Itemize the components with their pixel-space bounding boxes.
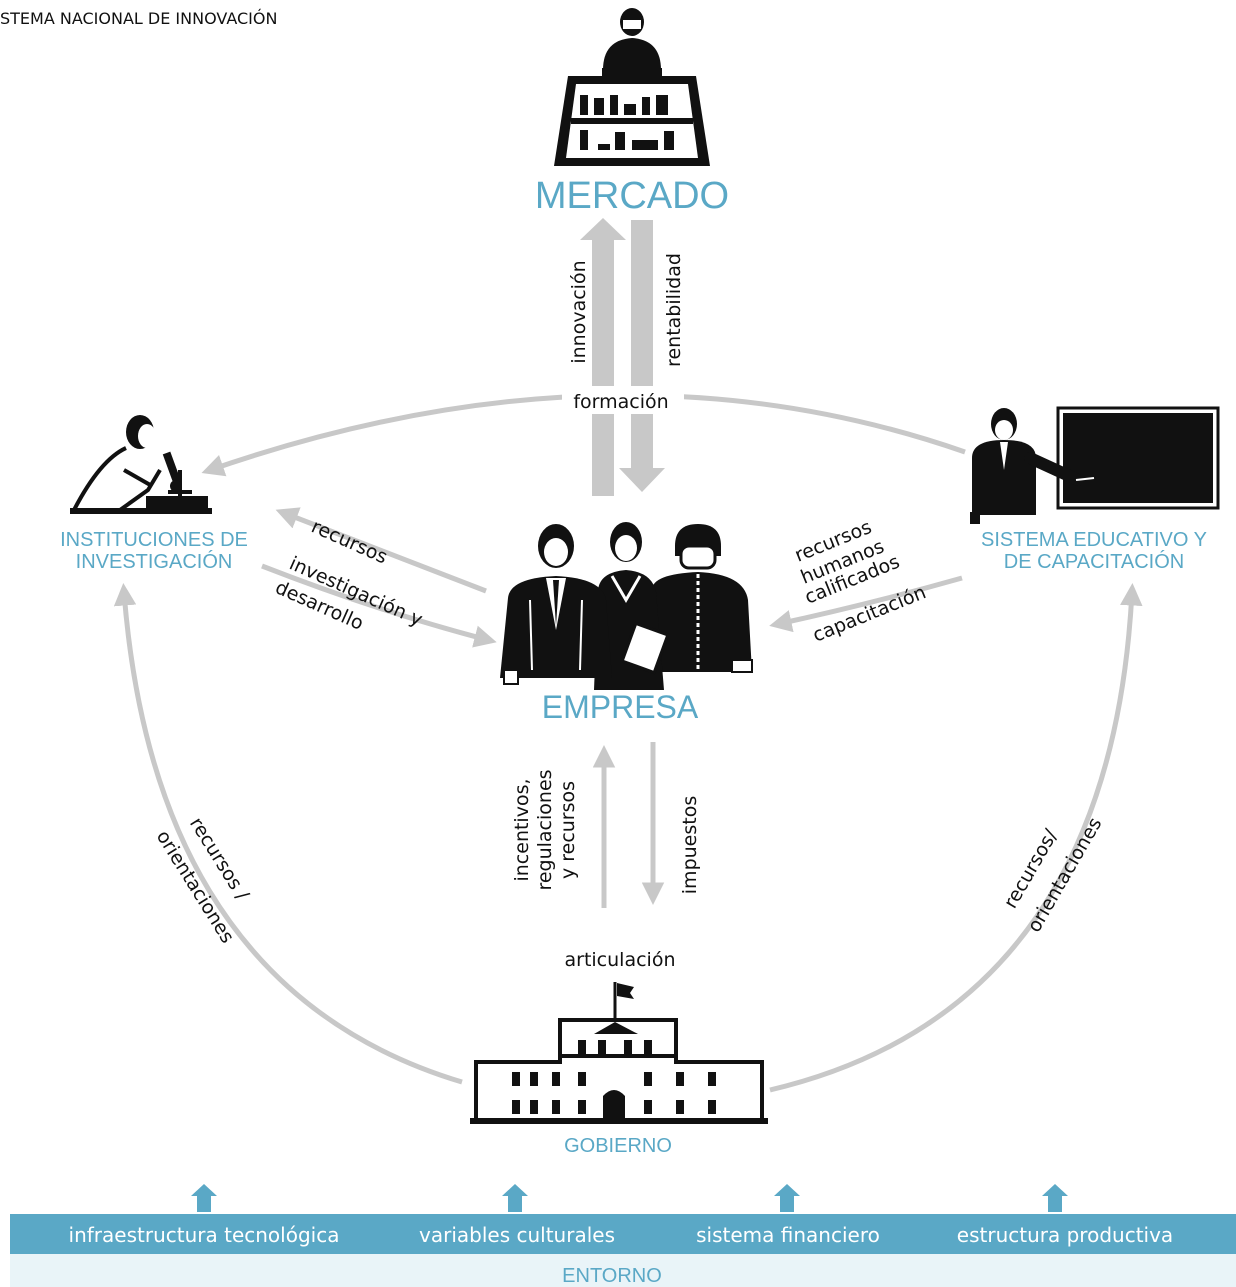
articulation-label: articulación [565,949,676,971]
government-to-education-arc [769,583,1143,1093]
innovation-arrow-shaft [592,238,614,496]
diagram-title: STEMA NACIONAL DE INNOVACIÓN [0,9,277,28]
resources-to-research-arrow [275,507,487,594]
innovation-label: innovación [568,260,590,363]
profitability-label: rentabilidad [663,253,685,367]
up-arrow-icon [502,1184,528,1212]
formation-label: formación [573,391,668,413]
entorno-up-arrows [191,1184,1068,1212]
education-system-label-1: SISTEMA EDUCATIVO Y [981,529,1207,551]
profitability-arrow-head [619,468,665,492]
entorno-bar [10,1214,1236,1254]
market-label: MERCADO [535,175,729,217]
up-arrow-icon [191,1184,217,1212]
innovation-arrow-head [580,218,626,240]
researcher-icon [70,415,212,514]
government-to-research-arc [113,583,463,1085]
company-label: EMPRESA [542,689,699,725]
door-icon [603,1090,625,1120]
up-arrow-icon [1042,1184,1068,1212]
research-institutions-label-1: INSTITUCIONES DE [60,529,248,551]
entorno-background [10,1254,1236,1287]
education-to-company-arrow [769,575,963,633]
government-label: GOBIERNO [564,1135,672,1157]
entorno-item-variables: variables culturales [419,1223,615,1247]
taxes-label: impuestos [679,796,701,894]
research-institutions-label-2: INVESTIGACIÓN [76,550,233,573]
rd-to-company-arrow [261,563,497,648]
education-system-label-2: DE CAPACITACIÓN [1004,550,1184,573]
up-arrow-icon [774,1184,800,1212]
market-stall-icon [554,8,710,166]
incentives-label-3: y recursos [557,781,579,879]
entorno-item-productiva: estructura productiva [957,1223,1173,1247]
profitability-arrow-shaft [631,220,653,470]
market-company-arrows [580,218,665,496]
research-resources-label: recursos [308,515,391,568]
entorno-item-infraestructura: infraestructura tecnológica [69,1223,340,1247]
government-building-icon [470,982,768,1124]
company-people-icon [500,522,753,690]
teacher-blackboard-icon [970,406,1220,524]
incentives-label-2: regulaciones [534,769,556,890]
flag-icon [617,983,634,999]
incentives-label-1: incentivos, [511,778,533,881]
entorno-label: ENTORNO [562,1265,662,1287]
entorno-item-financiero: sistema financiero [696,1223,880,1247]
